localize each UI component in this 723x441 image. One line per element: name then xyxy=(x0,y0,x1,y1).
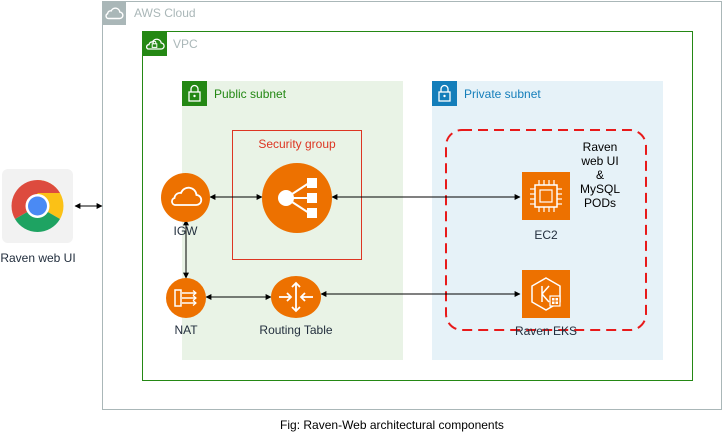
router-icon xyxy=(279,281,313,313)
vpc-label: VPC xyxy=(173,37,198,51)
eks-node xyxy=(522,270,570,318)
pods-note-line: & xyxy=(595,168,604,182)
figure-caption: Fig: Raven-Web architectural components xyxy=(280,418,504,432)
routing-table-label: Routing Table xyxy=(259,323,333,337)
eks-label: Raven EKS xyxy=(514,324,578,338)
pods-note-line: Raven xyxy=(582,140,618,154)
pods-note-line: PODs xyxy=(583,196,616,210)
ec2-label: EC2 xyxy=(534,228,558,242)
nat-gateway-icon xyxy=(174,289,197,307)
padlock-icon xyxy=(182,81,207,106)
padlock-icon xyxy=(432,81,457,106)
nat-node xyxy=(166,278,206,318)
chip-icon xyxy=(530,180,562,212)
pods-note: Raven web UI & MySQL PODs xyxy=(568,140,632,210)
ec2-node xyxy=(522,172,570,220)
cloud-icon xyxy=(171,186,203,206)
eks-icon xyxy=(531,277,561,311)
pods-note-line: MySQL xyxy=(579,182,620,196)
igw-label: IGW xyxy=(173,224,198,238)
routing-table-node xyxy=(271,276,321,318)
pods-note-line: web UI xyxy=(581,154,619,168)
vpc-group xyxy=(142,31,693,381)
load-balancer-node xyxy=(262,163,332,233)
chrome-icon xyxy=(2,169,73,243)
private-subnet-label: Private subnet xyxy=(464,87,541,101)
igw-node xyxy=(161,173,210,222)
load-balancer-icon xyxy=(278,178,317,218)
aws-cloud-icon xyxy=(102,1,126,25)
browser-label: Raven web UI xyxy=(0,251,76,265)
security-group-label: Security group xyxy=(258,137,336,151)
nat-label: NAT xyxy=(174,323,198,337)
public-subnet-label: Public subnet xyxy=(214,87,287,101)
aws-cloud-label: AWS Cloud xyxy=(134,6,196,20)
vpc-icon xyxy=(142,31,167,56)
